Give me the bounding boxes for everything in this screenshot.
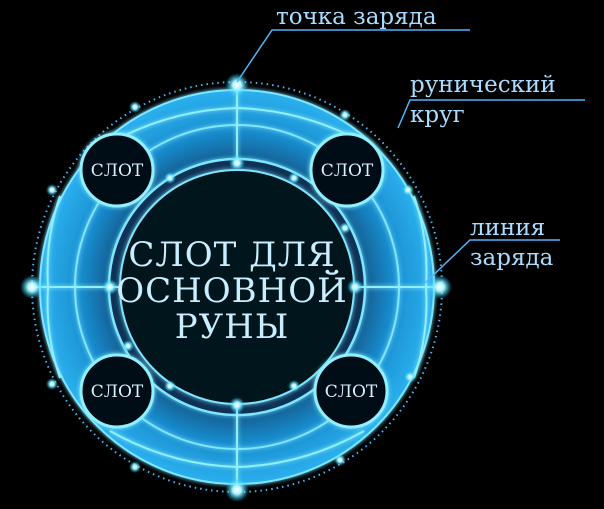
charge-arc-left-upper — [46, 195, 61, 288]
charge-point-top[interactable] — [225, 73, 249, 97]
charge-point[interactable] — [339, 222, 351, 234]
callout-lines — [236, 29, 585, 284]
charge-point[interactable] — [402, 184, 414, 196]
charge-point[interactable] — [129, 461, 141, 473]
charge-point-left[interactable] — [20, 275, 44, 299]
center-line-3: РУНЫ — [175, 307, 290, 347]
label-charge-line-1: линия — [470, 215, 545, 241]
callout-line-charge-point — [236, 29, 470, 83]
label-rune-circle-1: рунический — [410, 72, 556, 98]
charge-nodes — [20, 73, 452, 502]
charge-point[interactable] — [334, 454, 346, 466]
slot-bottom-right[interactable]: СЛОТ — [313, 353, 389, 429]
charge-point[interactable] — [164, 172, 176, 184]
label-charge-point: точка заряда — [276, 4, 437, 30]
slot-label: СЛОТ — [321, 161, 374, 181]
charge-point[interactable] — [122, 340, 134, 352]
slot-label: СЛОТ — [325, 382, 378, 402]
charge-arc-right-lower — [413, 286, 428, 379]
center-line-2: ОСНОВНОЙ — [116, 269, 348, 311]
charge-point[interactable] — [46, 378, 58, 390]
charge-point[interactable] — [288, 380, 300, 392]
charge-point[interactable] — [164, 380, 176, 392]
label-rune-circle-2: круг — [410, 102, 465, 128]
charge-point-inner-left[interactable] — [102, 279, 118, 295]
charge-point-inner-right[interactable] — [347, 279, 363, 295]
charge-arc-bottom-right — [236, 430, 365, 468]
charge-arc-right-upper — [413, 195, 428, 288]
charge-arc-left-lower — [46, 286, 61, 379]
slot-top-left[interactable]: СЛОТ — [79, 132, 155, 208]
slot-label: СЛОТ — [91, 382, 144, 402]
slot-bottom-left[interactable]: СЛОТ — [79, 353, 155, 429]
slot-label: СЛОТ — [91, 161, 144, 181]
callout-line-charge-line — [424, 239, 560, 284]
charge-point-inner-top[interactable] — [229, 155, 245, 171]
callout-line-rune-circle — [397, 99, 585, 129]
slot-top-right[interactable]: СЛОТ — [309, 132, 385, 208]
main-rune-slot[interactable]: СЛОТ ДЛЯ ОСНОВНОЙ РУНЫ — [116, 235, 348, 347]
charge-arc-bottom-left — [109, 430, 238, 468]
charge-point-bottom[interactable] — [225, 478, 249, 502]
charge-point[interactable] — [46, 184, 58, 196]
charge-point[interactable] — [288, 172, 300, 184]
charge-point[interactable] — [129, 101, 141, 113]
label-charge-line-2: заряда — [470, 245, 554, 271]
charge-point-inner-bottom[interactable] — [229, 397, 245, 413]
charge-point-right[interactable] — [428, 275, 452, 299]
charge-point[interactable] — [404, 371, 416, 383]
center-line-1: СЛОТ ДЛЯ — [128, 235, 335, 275]
charge-point[interactable] — [339, 109, 351, 121]
